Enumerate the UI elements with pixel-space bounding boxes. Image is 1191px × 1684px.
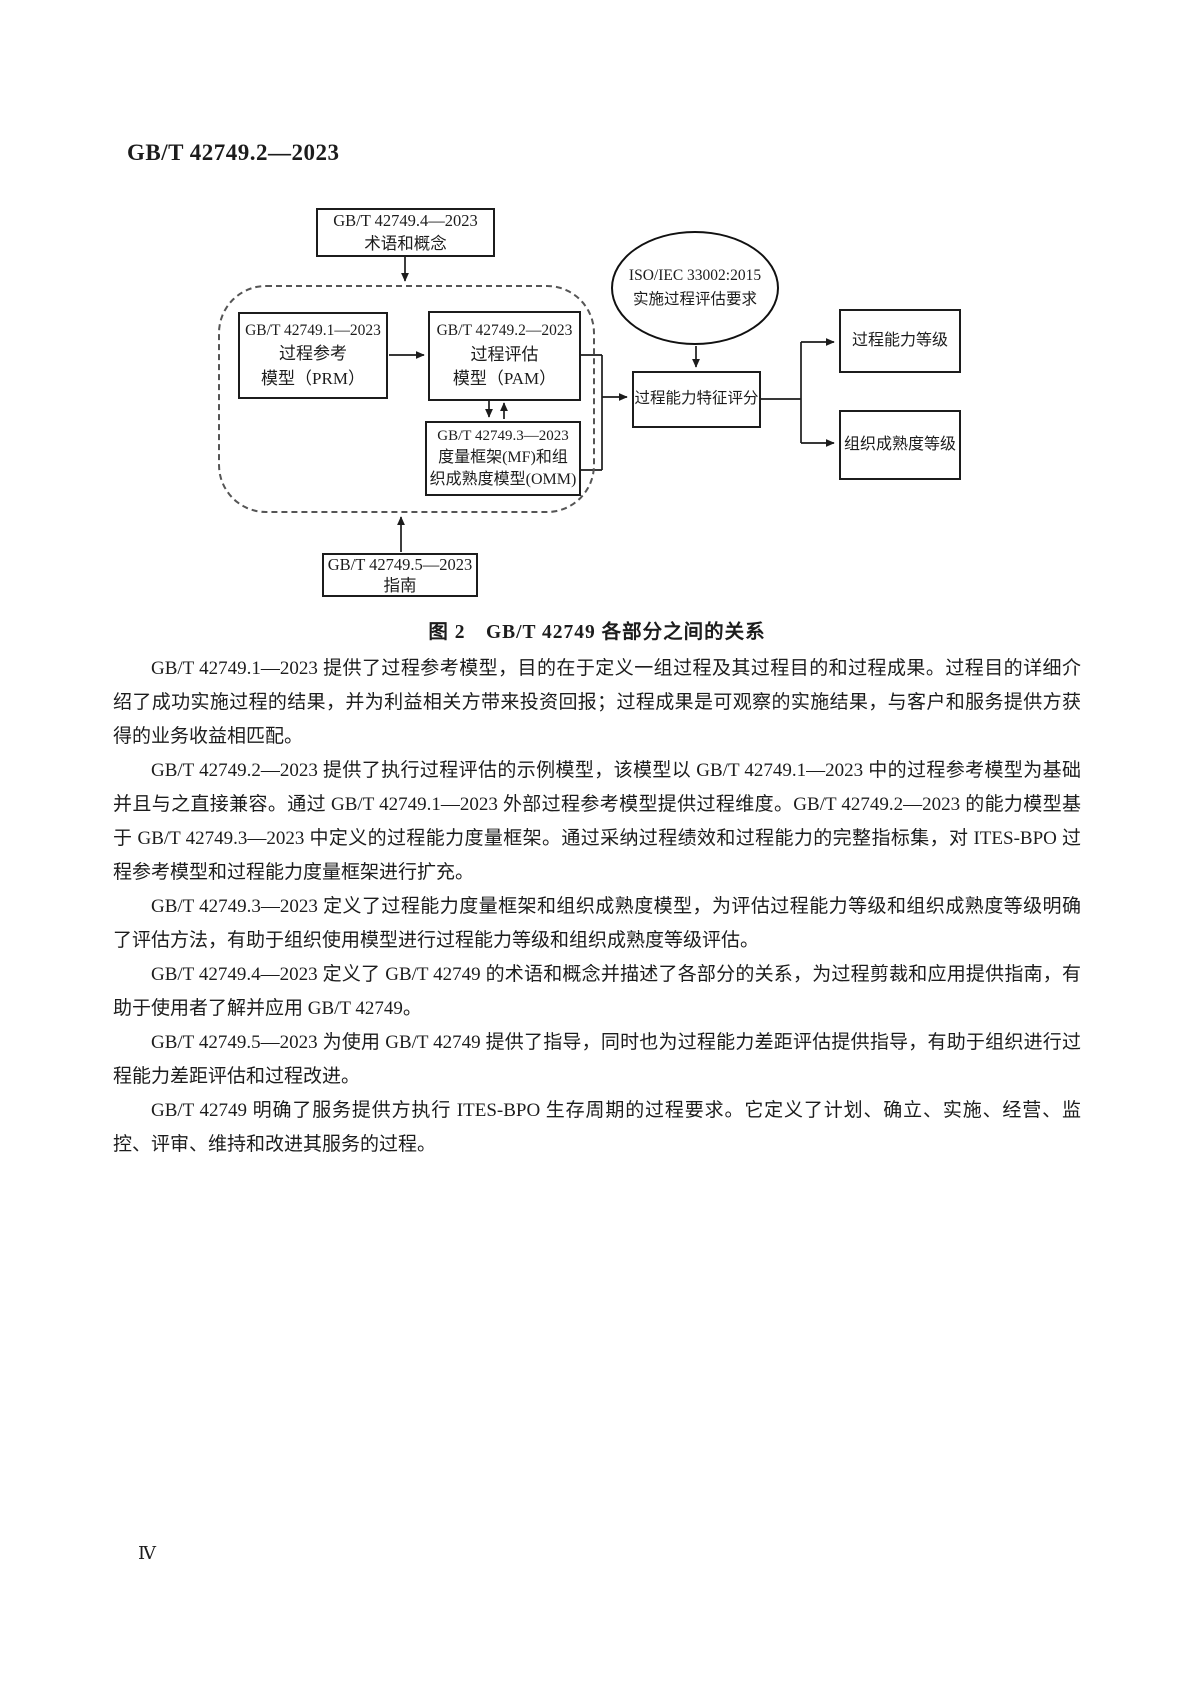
- paragraph-gbt-42749-summary: GB/T 42749 明确了服务提供方执行 ITES-BPO 生存周期的过程要求…: [113, 1100, 1081, 1155]
- node-process-capability-level: 过程能力等级: [839, 309, 961, 373]
- document-number-header: GB/T 42749.2—2023: [127, 140, 340, 165]
- paragraph-gbt-42749-5: GB/T 42749.5—2023 为使用 GB/T 42749 提供了指导，同…: [113, 1032, 1081, 1087]
- node-guide-line2: 指南: [383, 576, 417, 595]
- node-guide-line1: GB/T 42749.5—2023: [327, 554, 473, 574]
- paragraph-gbt-42749-4: GB/T 42749.4—2023 定义了 GB/T 42749 的术语和概念并…: [113, 964, 1081, 1019]
- node-pam-line2: 过程评估: [470, 344, 539, 364]
- node-pam-line3: 模型（PAM）: [452, 369, 557, 389]
- node-capability-characteristic-score: 过程能力特征评分: [632, 371, 761, 428]
- node-capability-label: 过程能力等级: [851, 332, 948, 350]
- node-terms-line2: 术语和概念: [364, 233, 447, 253]
- node-process-assessment-model: GB/T 42749.2—2023 过程评估 模型（PAM）: [428, 311, 581, 401]
- node-process-reference-model: GB/T 42749.1—2023 过程参考 模型（PRM）: [238, 312, 388, 399]
- node-guide: GB/T 42749.5—2023 指南: [322, 553, 478, 597]
- paragraph-gbt-42749-2: GB/T 42749.2—2023 提供了执行过程评估的示例模型，该模型以 GB…: [113, 760, 1081, 883]
- node-measurement-framework-omm: GB/T 42749.3—2023 度量框架(MF)和组 织成熟度模型(OMM): [425, 421, 581, 496]
- node-mfomm-line1: GB/T 42749.3—2023: [437, 427, 569, 444]
- paragraph-gbt-42749-3: GB/T 42749.3—2023 定义了过程能力度量框架和组织成熟度模型，为评…: [113, 896, 1081, 951]
- node-iso-line1: ISO/IEC 33002:2015: [628, 266, 762, 284]
- node-prm-line1: GB/T 42749.1—2023: [245, 321, 381, 339]
- node-mfomm-line2: 度量框架(MF)和组: [438, 448, 568, 466]
- node-iso-line2: 实施过程评估要求: [632, 291, 757, 308]
- node-isoiec-33002: ISO/IEC 33002:2015 实施过程评估要求: [611, 231, 779, 345]
- node-pam-line1: GB/T 42749.2—2023: [436, 322, 573, 340]
- figure-caption: 图 2 GB/T 42749 各部分之间的关系: [428, 622, 766, 643]
- figure-connectors: [389, 257, 835, 552]
- node-prm-line2: 过程参考: [279, 344, 347, 364]
- node-mfomm-line3: 织成熟度模型(OMM): [429, 471, 577, 488]
- page-number: Ⅳ: [138, 1543, 156, 1563]
- node-score-label: 过程能力特征评分: [634, 390, 759, 408]
- gbt42749-parts-group-outline: [218, 285, 595, 513]
- node-terms-line1: GB/T 42749.4—2023: [333, 211, 478, 231]
- paragraph-gbt-42749-1: GB/T 42749.1—2023 提供了过程参考模型，目的在于定义一组过程及其…: [113, 658, 1081, 747]
- node-maturity-label: 组织成熟度等级: [843, 436, 956, 454]
- body-text: GB/T 42749.1—2023 提供了过程参考模型，目的在于定义一组过程及其…: [113, 652, 1081, 1162]
- node-organizational-maturity-level: 组织成熟度等级: [839, 410, 961, 480]
- node-terms-and-concepts: GB/T 42749.4—2023 术语和概念: [316, 208, 495, 257]
- node-prm-line3: 模型（PRM）: [261, 368, 365, 388]
